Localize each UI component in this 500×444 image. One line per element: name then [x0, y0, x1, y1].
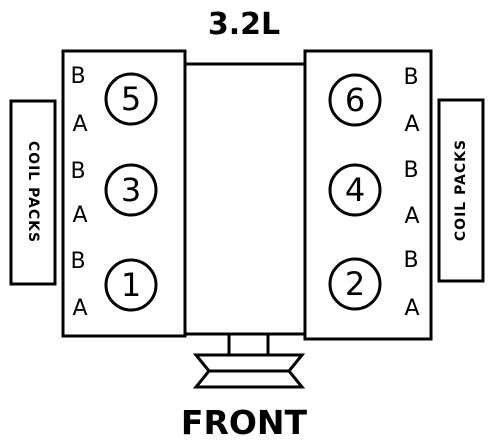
- cylinder-4-label: 4: [345, 171, 365, 209]
- left-coil-pack-outline: [9, 99, 57, 286]
- lead-label-left-6: A: [72, 296, 87, 321]
- cylinder-2-circle: [328, 257, 382, 311]
- right-coil-pack-label: COIL PACKS: [453, 139, 469, 241]
- right-coil-pack: COIL PACKS: [437, 98, 485, 283]
- right-coil-pack-outline: [437, 98, 485, 283]
- cylinder-1-label: 1: [121, 266, 141, 304]
- cylinder-3-circle: [104, 163, 158, 217]
- left-coil-pack-label: COIL PACKS: [25, 141, 41, 243]
- lead-label-left-3: B: [70, 159, 85, 184]
- lead-label-left-4: A: [72, 203, 87, 228]
- lead-label-left-1: B: [70, 64, 85, 89]
- right-cylinder-bank: 6 4 2 B A B A B A: [303, 49, 433, 341]
- pulley-outline: [192, 353, 306, 389]
- cylinder-1-circle: [104, 258, 158, 312]
- lead-label-right-6: A: [404, 296, 419, 321]
- left-bank-outline: [61, 49, 187, 338]
- lead-label-right-5: B: [403, 248, 418, 273]
- engine-block: [185, 62, 305, 336]
- lead-label-right-1: B: [403, 65, 418, 90]
- lead-label-left-2: A: [72, 112, 87, 137]
- crank-pulley: [192, 334, 306, 389]
- cylinder-5-circle: [104, 72, 158, 126]
- cylinder-2-label: 2: [345, 265, 365, 303]
- lead-label-right-4: A: [404, 204, 419, 229]
- lead-label-left-5: B: [70, 249, 85, 274]
- cylinder-6-label: 6: [345, 81, 365, 119]
- cylinder-4-circle: [328, 163, 382, 217]
- cylinder-3-label: 3: [121, 171, 141, 209]
- diagram-title: 3.2L: [208, 7, 280, 42]
- front-label: FRONT: [181, 403, 308, 442]
- left-coil-pack: COIL PACKS: [9, 99, 57, 286]
- right-bank-outline: [303, 49, 433, 341]
- lead-label-right-2: A: [404, 112, 419, 137]
- left-cylinder-bank: 5 3 1 B A B A B A: [61, 49, 187, 338]
- cylinder-5-label: 5: [121, 80, 141, 118]
- lead-label-right-3: B: [403, 158, 418, 183]
- cylinder-6-circle: [328, 73, 382, 127]
